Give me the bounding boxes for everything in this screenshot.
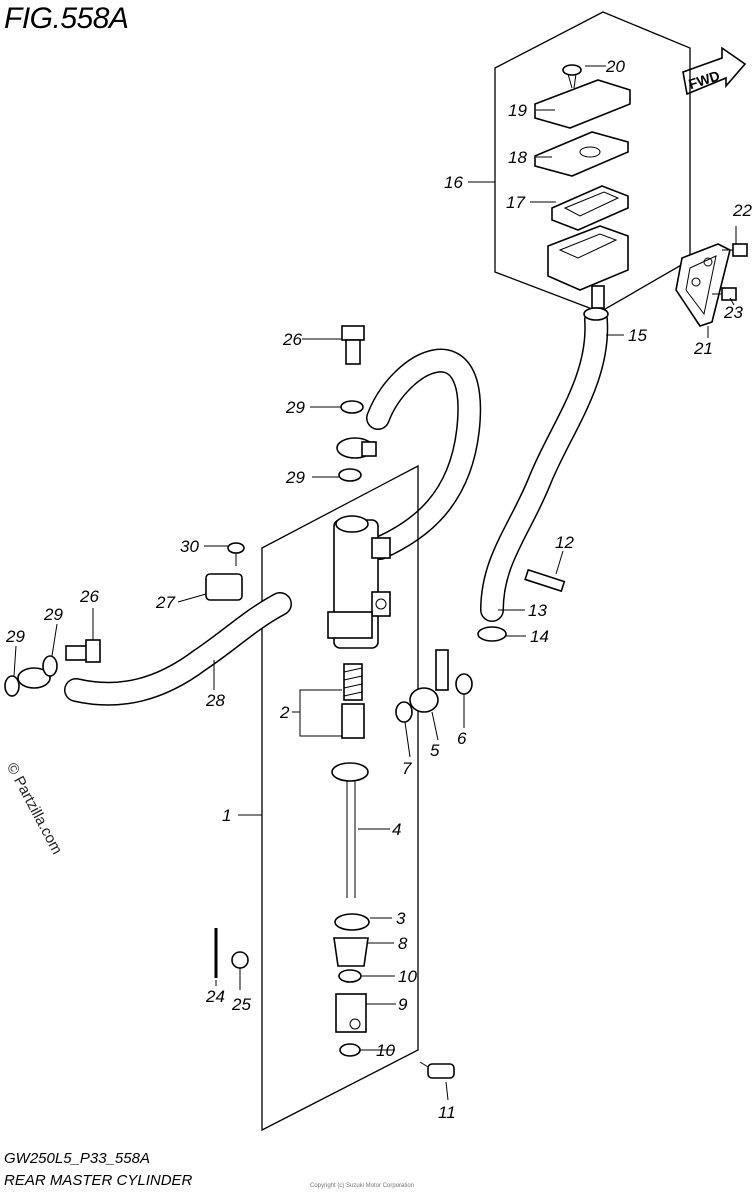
callout-5: 5 — [430, 741, 440, 760]
callout-12: 12 — [555, 533, 574, 552]
callout-26-upper: 26 — [282, 330, 302, 349]
callout-25: 25 — [231, 995, 251, 1014]
reservoir-cap — [534, 79, 631, 129]
callout-27: 27 — [155, 593, 175, 612]
hose-clamp-lower — [477, 626, 507, 642]
clevis — [335, 993, 367, 1033]
lock-nut-upper — [338, 969, 362, 983]
piston-spring — [341, 663, 365, 739]
callout-2: 2 — [279, 703, 290, 722]
push-rod — [331, 762, 369, 898]
master-cylinder-assembly-frame — [261, 464, 419, 1132]
callout-29-upper-a: 29 — [285, 398, 305, 417]
washer-clevis — [231, 951, 249, 969]
callout-6: 6 — [457, 729, 467, 748]
callout-1: 1 — [222, 806, 231, 825]
callout-29-upper-b: 29 — [285, 468, 305, 487]
circlip — [334, 913, 370, 931]
hose-guide-screw — [227, 542, 245, 566]
callout-16: 16 — [444, 173, 463, 192]
callout-19: 19 — [508, 101, 527, 120]
figure-code: GW250L5_P33_558A — [4, 1150, 150, 1167]
leader-lines — [13, 65, 737, 1101]
callout-23: 23 — [723, 303, 743, 322]
callout-18: 18 — [508, 148, 527, 167]
banjo-fitting-lower — [17, 667, 51, 689]
callout-8: 8 — [398, 934, 408, 953]
dust-boot — [333, 937, 369, 967]
callout-14: 14 — [530, 627, 549, 646]
hose-guide-clamp — [205, 573, 243, 601]
banjo-bolt-upper — [341, 325, 365, 365]
figure-name: REAR MASTER CYLINDER — [4, 1172, 193, 1189]
bracket-bolt-lower — [712, 287, 737, 301]
washer-lower-a — [4, 675, 20, 697]
callout-29-lower-a: 29 — [5, 627, 25, 646]
callout-labels: 20 19 18 17 16 15 21 23 22 26 29 29 30 2… — [5, 57, 752, 1122]
bracket-bolt-upper — [722, 243, 748, 257]
clevis-pin — [419, 1061, 455, 1079]
callout-13: 13 — [528, 601, 547, 620]
callout-9: 9 — [398, 995, 408, 1014]
fine-print: Copyright (c) Suzuki Motor Corporation — [310, 1183, 415, 1189]
callout-4: 4 — [392, 820, 401, 839]
reservoir-cap-screw — [562, 64, 582, 89]
mounting-bolt — [524, 568, 566, 593]
callout-10-upper: 10 — [398, 967, 417, 986]
inlet-o-ring — [395, 701, 413, 723]
callout-30: 30 — [180, 537, 199, 556]
callout-21: 21 — [693, 339, 713, 358]
callout-20: 20 — [605, 57, 625, 76]
banjo-bolt-lower — [65, 639, 101, 663]
washer-upper-a — [340, 400, 364, 414]
inlet-circlip — [455, 673, 473, 695]
forward-arrow-icon: FWD — [682, 46, 747, 96]
reservoir-bracket — [675, 243, 731, 327]
inlet-connector — [409, 649, 449, 713]
callout-24: 24 — [205, 987, 225, 1006]
figure-title: FIG.558A — [4, 2, 129, 35]
callout-10-lower: 10 — [376, 1041, 395, 1060]
banjo-fitting-upper — [336, 437, 377, 459]
callout-28: 28 — [205, 691, 225, 710]
callout-7: 7 — [402, 759, 412, 778]
reservoir-body — [547, 225, 629, 309]
callout-26-lower: 26 — [79, 587, 99, 606]
callout-17: 17 — [506, 193, 525, 212]
lock-nut-lower — [339, 1043, 361, 1057]
washer-lower-b — [42, 655, 58, 677]
callout-29-lower-b: 29 — [43, 605, 63, 624]
master-cylinder-body — [327, 515, 391, 649]
callout-15: 15 — [628, 326, 647, 345]
callout-3: 3 — [396, 909, 406, 928]
washer-upper-b — [338, 468, 362, 482]
callout-11: 11 — [438, 1103, 456, 1122]
diaphragm — [551, 185, 629, 231]
hose-clamp-upper — [583, 307, 609, 321]
callout-22: 22 — [732, 201, 752, 220]
